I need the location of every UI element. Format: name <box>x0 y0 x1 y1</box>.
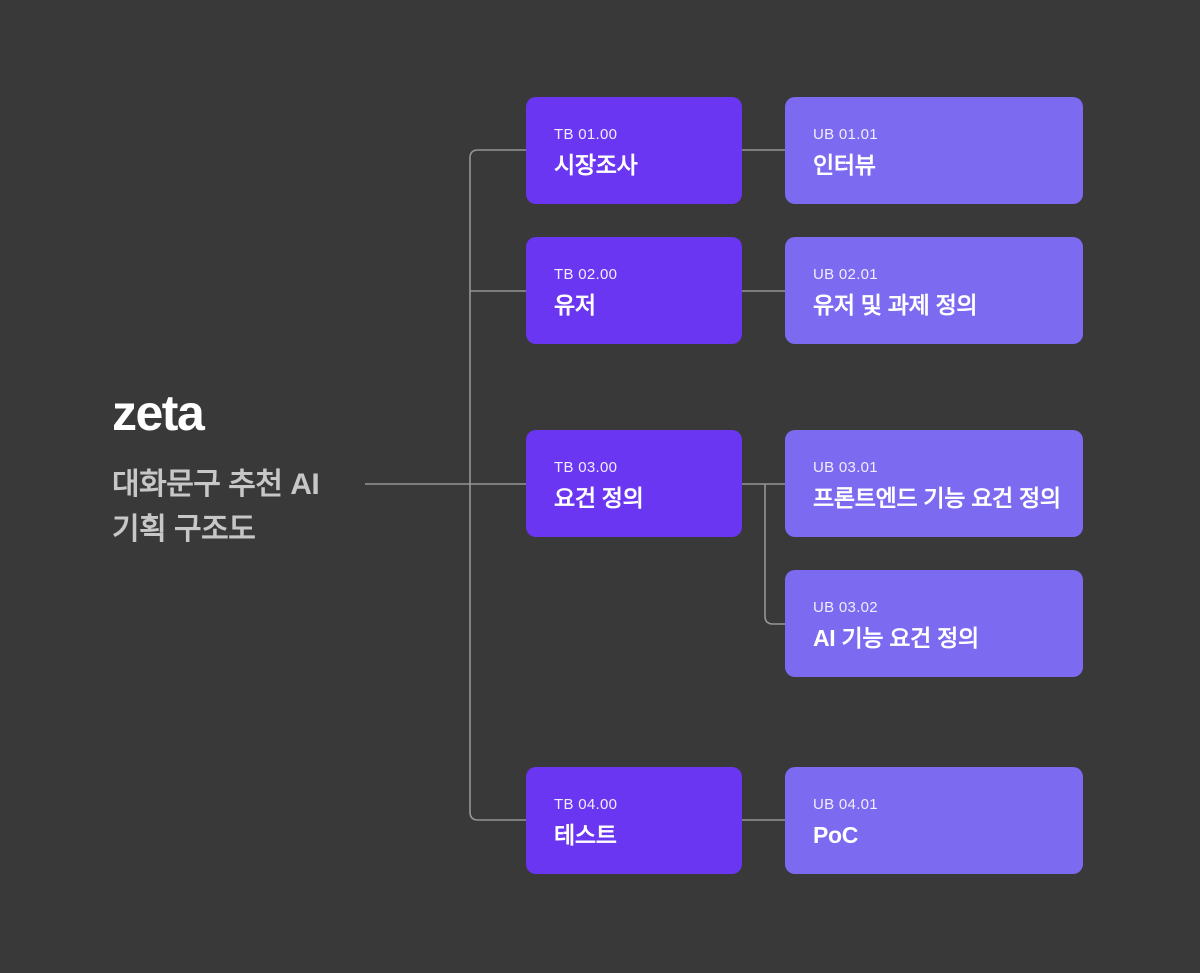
node-tb-0300[interactable]: TB 03.00 요건 정의 <box>526 430 742 537</box>
brand-block: zeta 대화문구 추천 AI 기획 구조도 <box>112 388 372 552</box>
node-title: AI 기능 요건 정의 <box>813 625 979 652</box>
node-title: 요건 정의 <box>554 485 644 512</box>
node-title: 테스트 <box>554 822 617 849</box>
node-title: 유저 <box>554 292 596 319</box>
node-code: TB 02.00 <box>554 265 618 283</box>
node-ub-0301[interactable]: UB 03.01 프론트엔드 기능 요건 정의 <box>785 430 1083 537</box>
connector-trunk <box>469 149 526 821</box>
node-title: 유저 및 과제 정의 <box>813 292 978 319</box>
node-code: UB 02.01 <box>813 265 878 283</box>
node-title: 인터뷰 <box>813 152 876 179</box>
node-tb-0400[interactable]: TB 04.00 테스트 <box>526 767 742 874</box>
node-code: UB 04.01 <box>813 795 878 813</box>
node-code: TB 03.00 <box>554 458 618 476</box>
connector-tb03-ub0302 <box>764 484 785 625</box>
node-ub-0401[interactable]: UB 04.01 PoC <box>785 767 1083 874</box>
node-code: TB 01.00 <box>554 125 618 143</box>
node-code: TB 04.00 <box>554 795 618 813</box>
subtitle-line-1: 대화문구 추천 AI <box>112 468 320 501</box>
zeta-logo: zeta <box>112 385 205 441</box>
diagram-subtitle: 대화문구 추천 AI 기획 구조도 <box>112 462 372 552</box>
node-tb-0100[interactable]: TB 01.00 시장조사 <box>526 97 742 204</box>
node-title: PoC <box>813 822 859 849</box>
subtitle-line-2: 기획 구조도 <box>112 513 256 546</box>
node-title: 프론트엔드 기능 요건 정의 <box>813 485 1061 512</box>
node-tb-0200[interactable]: TB 02.00 유저 <box>526 237 742 344</box>
node-ub-0302[interactable]: UB 03.02 AI 기능 요건 정의 <box>785 570 1083 677</box>
node-title: 시장조사 <box>554 152 638 179</box>
node-ub-0101[interactable]: UB 01.01 인터뷰 <box>785 97 1083 204</box>
node-code: UB 03.02 <box>813 598 878 616</box>
node-ub-0201[interactable]: UB 02.01 유저 및 과제 정의 <box>785 237 1083 344</box>
node-code: UB 01.01 <box>813 125 878 143</box>
node-code: UB 03.01 <box>813 458 878 476</box>
